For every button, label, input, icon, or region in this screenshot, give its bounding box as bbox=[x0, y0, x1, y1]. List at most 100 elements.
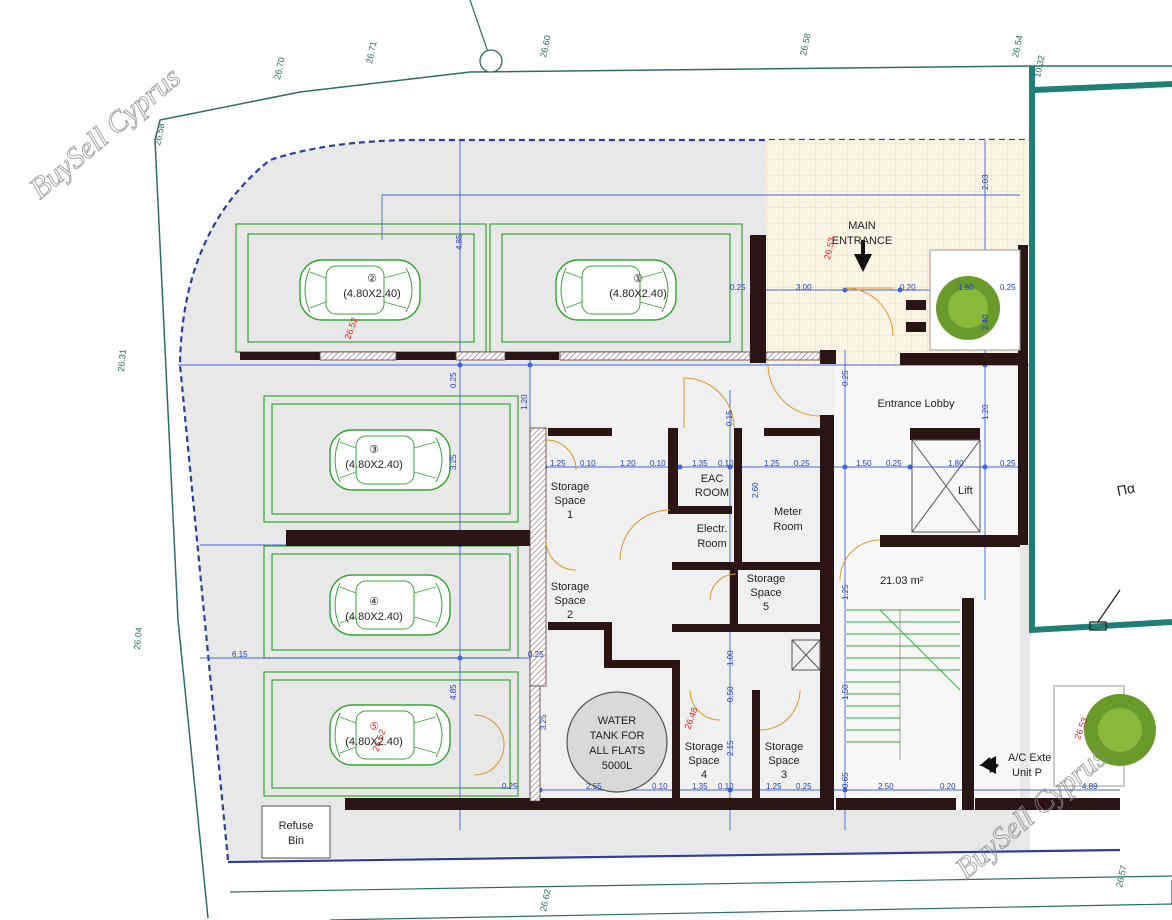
dim-label: 4.85 bbox=[455, 234, 464, 250]
dim-label: 2.03 bbox=[981, 174, 990, 190]
storage-5-label-2: Space bbox=[750, 587, 781, 599]
red-level-label: 26.53 bbox=[822, 236, 836, 260]
dim-label: 0.25 bbox=[794, 459, 810, 468]
dim-label: 4.85 bbox=[449, 684, 458, 700]
storage-3-label-2: Space bbox=[768, 755, 799, 767]
dim-label: 1.25 bbox=[841, 584, 850, 600]
dim-label: 1.25 bbox=[766, 782, 782, 791]
dim-label: 0.10 bbox=[650, 459, 666, 468]
dim-label: 1.20 bbox=[520, 394, 529, 410]
walls bbox=[240, 235, 1120, 810]
dim-label: 1.25 bbox=[550, 459, 566, 468]
dim-label: 0.25 bbox=[449, 372, 458, 388]
storage-1-label-3: 1 bbox=[567, 509, 573, 521]
dim-label: 2.55 bbox=[586, 782, 602, 791]
water-tank-label-2: TANK FOR bbox=[590, 730, 645, 742]
dim-label: 1.20 bbox=[620, 459, 636, 468]
south-property-line bbox=[227, 848, 1121, 864]
dim-label: 0.10 bbox=[718, 782, 734, 791]
storage-2-label: Storage bbox=[551, 581, 590, 593]
dim-label: 1.25 bbox=[764, 459, 780, 468]
dim-label: 1.80 bbox=[948, 459, 964, 468]
bay-2-size: (4.80X2.40) bbox=[343, 288, 400, 300]
storage-2-label-3: 2 bbox=[567, 609, 573, 621]
storage-2-label-2: Space bbox=[554, 595, 585, 607]
storage-5-label: Storage bbox=[747, 573, 786, 585]
dim-label: 0.25 bbox=[528, 650, 544, 659]
lift-label: Lift bbox=[958, 485, 973, 497]
storage-5-label-3: 5 bbox=[763, 601, 769, 613]
dim-label: 1.50 bbox=[841, 684, 850, 700]
water-tank-label-3: ALL FLATS bbox=[589, 745, 645, 757]
level-label: 26.57 bbox=[1114, 864, 1128, 888]
dim-label: 0.50 bbox=[726, 686, 735, 702]
level-label: 26.70 bbox=[272, 56, 286, 80]
bay-5-size: (4.80X2.40) bbox=[345, 736, 402, 748]
hatched-walls bbox=[319, 351, 821, 802]
dim-label: 0.65 bbox=[841, 772, 850, 788]
plant-entrance bbox=[929, 249, 1021, 351]
door-swings bbox=[473, 287, 894, 776]
dim-label: 1.60 bbox=[958, 283, 974, 292]
bay-2-number: ② bbox=[367, 273, 377, 285]
dim-label: 4.89 bbox=[1082, 782, 1098, 791]
storage-1-label-2: Space bbox=[554, 495, 585, 507]
level-label: 26.04 bbox=[132, 627, 144, 650]
level-label: 10.32 bbox=[1032, 54, 1046, 78]
dashed-driveway-edge bbox=[178, 138, 1030, 861]
dim-label: 1.35 bbox=[692, 459, 708, 468]
dim-label: 0.25 bbox=[886, 459, 902, 468]
dim-label: 0.25 bbox=[1000, 459, 1016, 468]
level-label: 26.60 bbox=[538, 34, 552, 58]
water-tank-label: WATER bbox=[598, 715, 637, 727]
storage-4-label-3: 4 bbox=[701, 769, 707, 781]
dim-label: 6.15 bbox=[232, 650, 248, 659]
entrance-lobby-label: Entrance Lobby bbox=[877, 398, 955, 410]
bay-4-size: (4.80X2.40) bbox=[345, 611, 402, 623]
dim-label: 0.25 bbox=[1000, 283, 1016, 292]
meter-room-label: Meter bbox=[774, 506, 802, 518]
storage-4-label: Storage bbox=[685, 741, 724, 753]
dim-label: 3.25 bbox=[539, 714, 548, 730]
dim-label: 0.25 bbox=[841, 370, 850, 386]
level-label: 26.71 bbox=[364, 40, 378, 64]
level-label: 26.58 bbox=[798, 32, 812, 56]
dim-label: 2.60 bbox=[751, 482, 760, 498]
dim-label: 1.20 bbox=[981, 404, 990, 420]
storage-4-label-2: Space bbox=[688, 755, 719, 767]
level-label: 26.54 bbox=[1010, 34, 1024, 58]
level-label: 26.31 bbox=[116, 349, 128, 372]
dim-label: 0.15 bbox=[725, 410, 734, 426]
electr-room-label: Electr. bbox=[697, 523, 728, 535]
dim-label: 0.10 bbox=[652, 782, 668, 791]
electr-room-label-2: Room bbox=[697, 538, 726, 550]
refuse-bin-label: Refuse bbox=[279, 820, 314, 832]
dim-label: 0.25 bbox=[730, 283, 746, 292]
dim-label: 1.35 bbox=[692, 782, 708, 791]
storage-3-label: Storage bbox=[765, 741, 804, 753]
street-label-partial: Πα bbox=[1115, 479, 1136, 498]
bay-5-number: ⑤ bbox=[369, 721, 379, 733]
dim-label: 0.25 bbox=[796, 782, 812, 791]
facade-detail bbox=[1089, 589, 1121, 631]
eac-room-label-2: ROOM bbox=[695, 487, 729, 499]
dim-label: 0.10 bbox=[718, 459, 734, 468]
entrance-arrow-icon bbox=[854, 240, 872, 272]
main-entrance-label-2: ENTRANCE bbox=[832, 235, 893, 247]
storage-1-label: Storage bbox=[551, 481, 590, 493]
staircase bbox=[846, 609, 961, 760]
building-facade bbox=[1029, 66, 1172, 634]
main-entrance-label: MAIN bbox=[848, 220, 876, 232]
bay-1-size: (4.80X2.40) bbox=[609, 288, 666, 300]
dim-label: 0.25 bbox=[502, 782, 518, 791]
level-label: 26.58 bbox=[152, 122, 166, 146]
dim-label: 1.50 bbox=[856, 459, 872, 468]
bay-1-number: ① bbox=[633, 273, 643, 285]
dim-label: 0.20 bbox=[900, 283, 916, 292]
dim-label: 0.10 bbox=[580, 459, 596, 468]
dim-label: 3.25 bbox=[449, 454, 458, 470]
dim-label: 2.50 bbox=[878, 782, 894, 791]
lift-shaft bbox=[911, 439, 981, 533]
site-boundary bbox=[154, 0, 1172, 920]
